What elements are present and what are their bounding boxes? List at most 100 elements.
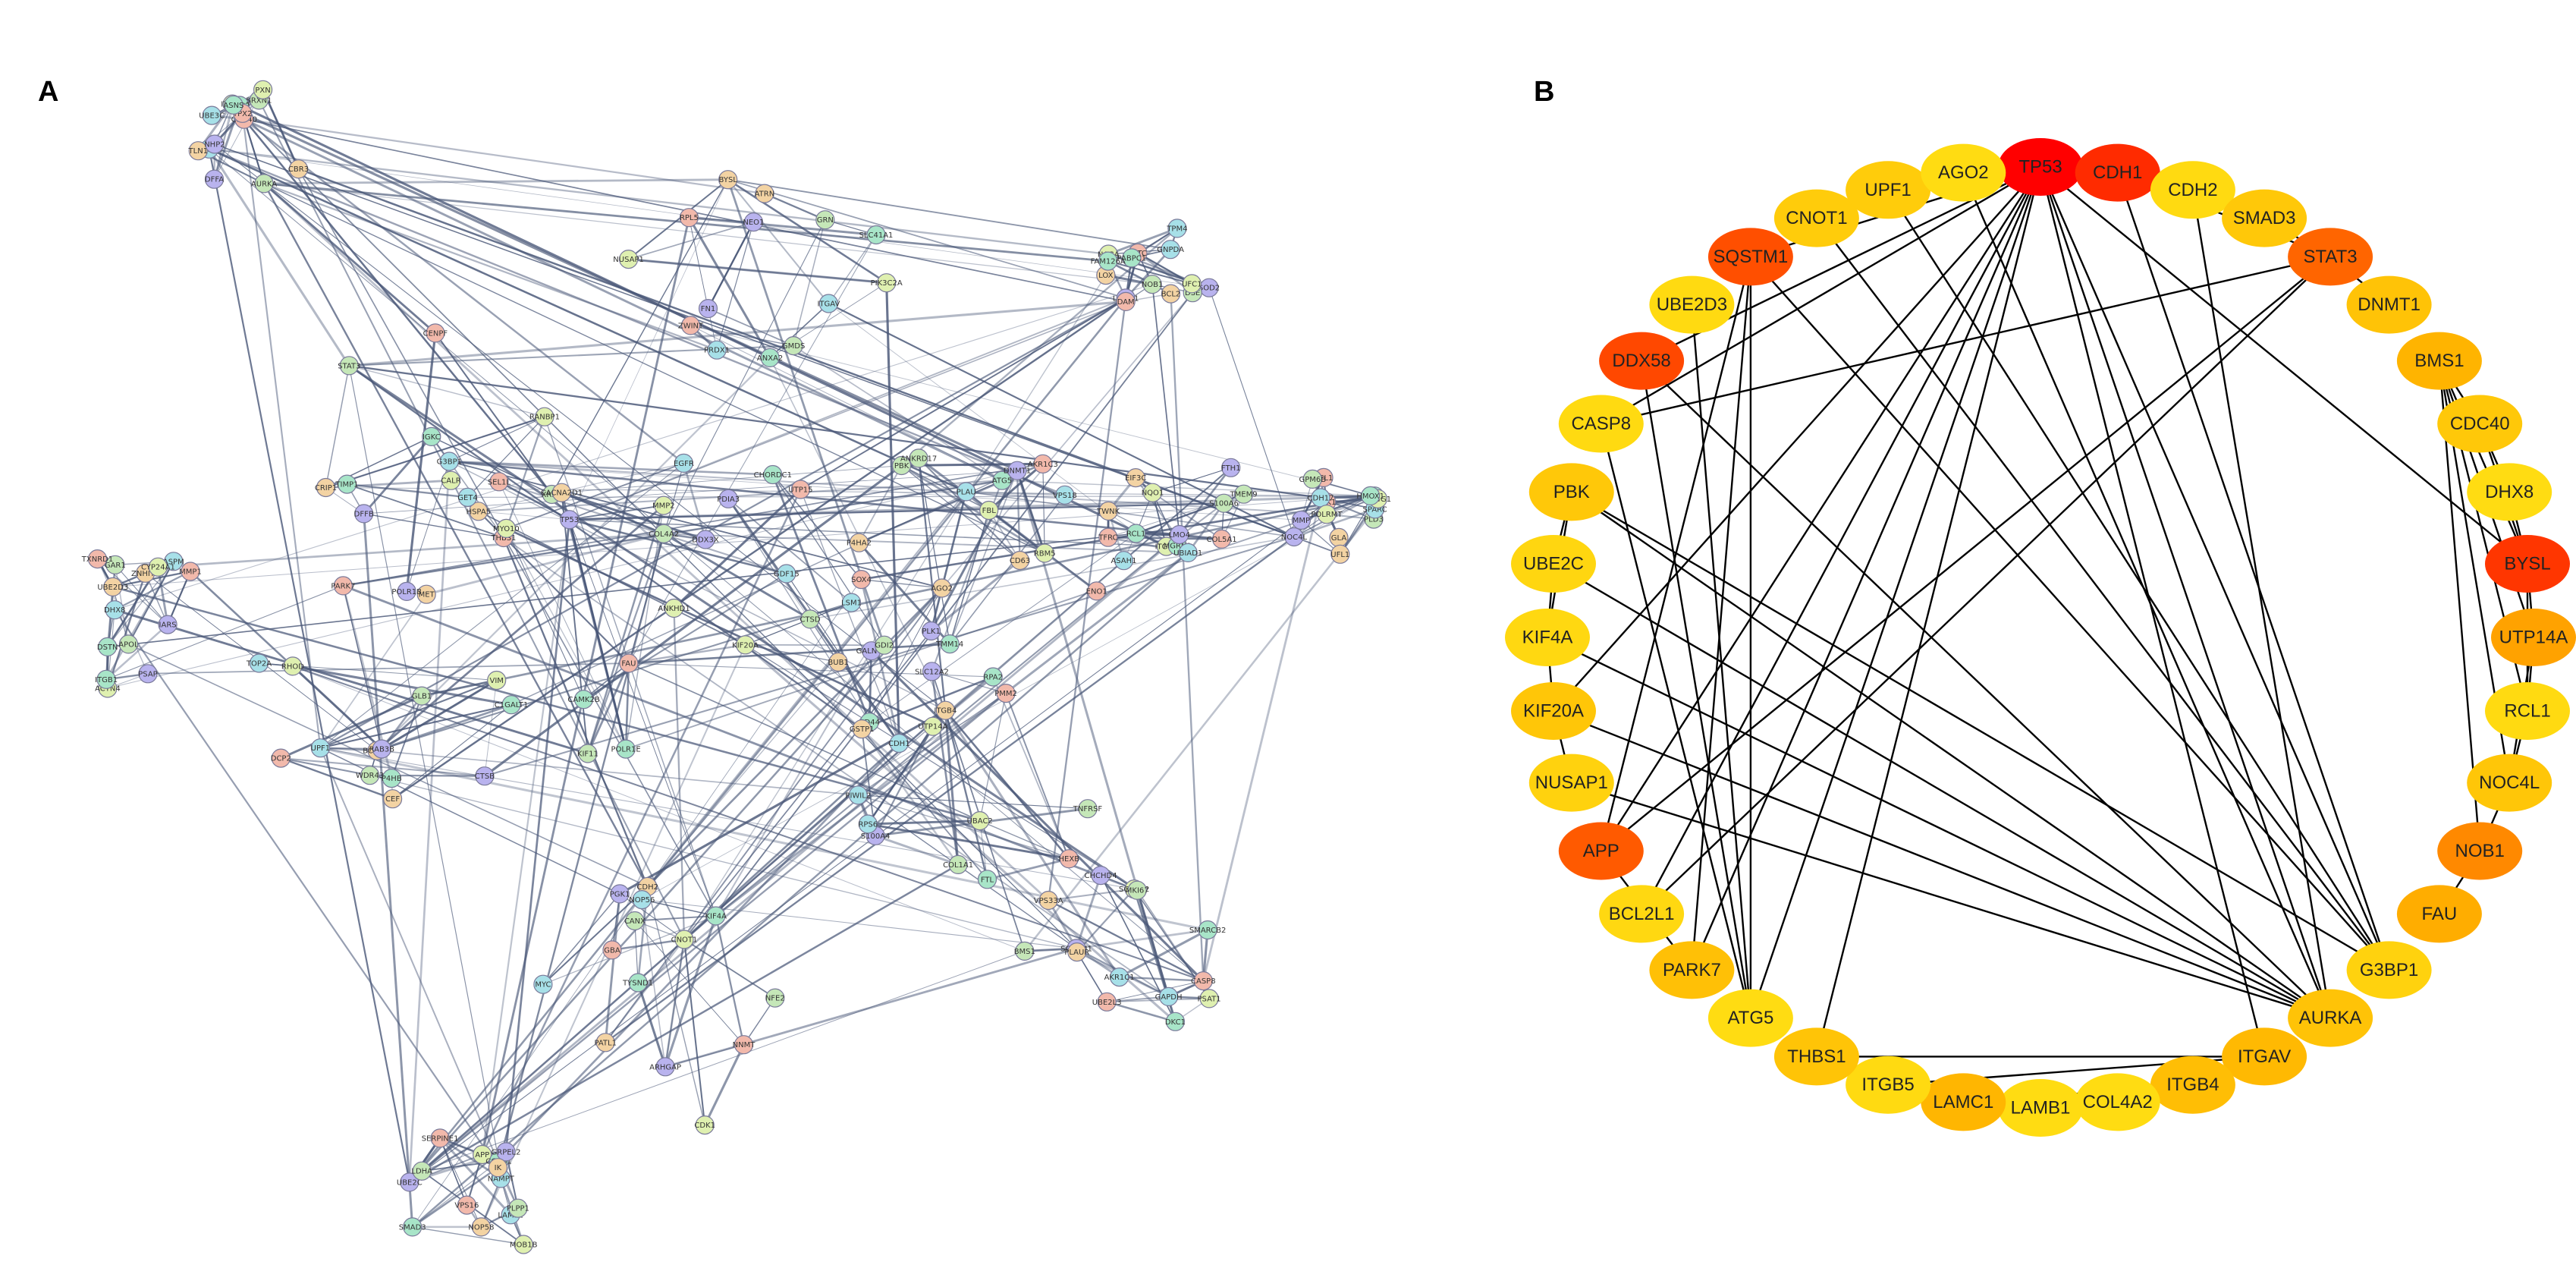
network-a-node[interactable]: APP <box>473 1144 492 1165</box>
network-a-node[interactable]: MET <box>416 584 436 604</box>
network-a-node[interactable]: CASP8 <box>1191 971 1216 991</box>
network-a-node[interactable]: PSAT1 <box>1198 989 1221 1008</box>
network-a-node[interactable]: IGKC <box>422 426 441 447</box>
network-a-node[interactable]: CNOT1 <box>671 930 698 949</box>
network-a-node[interactable]: POLR1E <box>611 739 641 759</box>
network-a-node[interactable]: UBE2C <box>397 1172 423 1192</box>
network-a-node[interactable]: SLC41A1 <box>859 225 894 245</box>
network-a-node[interactable]: ZWINT <box>678 316 704 335</box>
network-a-node[interactable]: AURKA <box>251 174 277 194</box>
network-b-node[interactable]: COL4A2 <box>2075 1073 2160 1131</box>
network-a-node[interactable]: CHCHD4 <box>1085 865 1117 886</box>
network-a-node[interactable]: TLN1 <box>188 141 209 161</box>
network-a-node[interactable]: COL4A2 <box>649 524 679 543</box>
network-b-node[interactable]: ITGB5 <box>1846 1056 1931 1114</box>
network-b-node[interactable]: BYSL <box>2485 535 2570 593</box>
network-a-node[interactable]: GBA <box>602 940 622 960</box>
network-a-node[interactable]: BUB1 <box>828 652 849 672</box>
network-a-node[interactable]: PLAUR <box>1064 942 1089 962</box>
network-b-node[interactable]: KIF20A <box>1511 682 1596 740</box>
network-a-node[interactable]: GAR1 <box>105 555 126 574</box>
network-a-node[interactable]: AGO2 <box>931 578 953 598</box>
network-a-node[interactable]: VPS33A <box>1034 890 1063 911</box>
network-a-node[interactable]: SLC12A2 <box>915 662 949 681</box>
network-a-node[interactable]: TNFRSF <box>1073 799 1103 819</box>
network-b-node[interactable]: LAMC1 <box>1921 1073 2006 1131</box>
network-a-node[interactable]: CALR <box>441 470 461 490</box>
network-b-node[interactable]: RCL1 <box>2485 682 2570 740</box>
network-a-node[interactable]: IARS <box>158 615 177 634</box>
network-b-node[interactable]: CDC40 <box>2437 395 2523 453</box>
network-a-node[interactable]: UBE2L3 <box>1092 992 1122 1012</box>
network-a-node[interactable]: HMOX1 <box>1356 486 1384 506</box>
network-a-node[interactable]: BCL2 <box>1161 284 1181 304</box>
network-a-node[interactable]: PLPP1 <box>507 1198 529 1218</box>
network-b-node[interactable]: APP <box>1558 822 1644 880</box>
network-a-node[interactable]: ITGAV <box>817 294 840 313</box>
network-b-node[interactable]: UBE2C <box>1511 535 1596 593</box>
network-a-node[interactable]: PIK3C2A <box>871 273 903 293</box>
network-b-node[interactable]: AGO2 <box>1921 143 2006 202</box>
network-a-node[interactable]: TMEM9 <box>1230 484 1258 504</box>
network-a-node[interactable]: NNMT <box>733 1035 756 1055</box>
network-b-node[interactable]: NOB1 <box>2437 822 2523 880</box>
network-a-node[interactable]: FAU <box>619 653 639 673</box>
network-a-node[interactable]: FTL <box>977 870 997 889</box>
network-a-node[interactable]: UTP15 <box>788 480 812 499</box>
network-a-node[interactable]: POLR1B <box>391 581 422 602</box>
network-a-node[interactable]: CD63 <box>1010 550 1030 571</box>
network-a-node[interactable]: ITGB4 <box>934 700 957 720</box>
network-b-node[interactable]: ITGB4 <box>2150 1056 2235 1114</box>
network-a-node[interactable]: GPM6B <box>1299 469 1326 489</box>
network-a-node[interactable]: ARHGAP <box>649 1057 681 1077</box>
network-a-node[interactable]: C1GALT1 <box>495 695 529 715</box>
network-a-node[interactable]: NOP56 <box>629 889 655 910</box>
network-a-node[interactable]: DKC1 <box>1165 1012 1186 1031</box>
network-a-node[interactable]: MMP <box>1291 510 1312 530</box>
network-a-node[interactable]: DHX8 <box>104 600 125 620</box>
network-a-node[interactable]: AKR1C1 <box>1104 967 1135 987</box>
network-a-node[interactable]: LSM1 <box>841 593 862 612</box>
network-a-node[interactable]: UFL1 <box>1330 544 1350 564</box>
network-b-node[interactable]: AURKA <box>2288 989 2373 1047</box>
network-a-node[interactable]: NFE2 <box>765 988 785 1008</box>
network-a-node[interactable]: MMP1 <box>179 562 202 581</box>
network-b-node[interactable]: CNOT1 <box>1773 189 1859 247</box>
network-a-node[interactable]: TYSND1 <box>622 973 653 993</box>
network-a-node[interactable]: CTSB <box>475 766 495 786</box>
network-a-node[interactable]: EGFR <box>674 453 694 474</box>
network-a-node[interactable]: GLB1 <box>412 686 432 706</box>
network-a-node[interactable]: NOP58 <box>468 1217 494 1237</box>
network-b-node[interactable]: FAU <box>2396 885 2482 943</box>
network-a-node[interactable]: DCP2 <box>271 748 291 768</box>
network-a-node[interactable]: ANXA2 <box>757 348 783 367</box>
network-a-node[interactable]: ASAH1 <box>1111 551 1137 571</box>
network-a-node[interactable]: MMP2 <box>652 496 675 515</box>
network-a-node[interactable]: CAMK2B <box>567 690 600 710</box>
network-b-node[interactable]: UPF1 <box>1846 161 1931 219</box>
network-a-node[interactable]: PIWIL2 <box>845 785 871 805</box>
network-a-node[interactable]: CBR3 <box>288 159 309 179</box>
network-a-node[interactable]: UTP14A <box>918 716 948 736</box>
network-a-node[interactable]: RCL1 <box>1126 524 1145 543</box>
network-a-node[interactable]: UBIAD1 <box>1173 543 1202 563</box>
network-a-node[interactable]: CEF <box>382 789 403 809</box>
network-a-node[interactable]: PSAP <box>138 664 158 684</box>
network-a-node[interactable]: GAPDH <box>1155 986 1183 1007</box>
network-b-node[interactable]: ITGAV <box>2222 1027 2307 1086</box>
network-a-node[interactable]: RBM5 <box>1034 543 1056 563</box>
network-a-node[interactable]: TIMP1 <box>335 474 359 494</box>
network-b-node[interactable]: DDX58 <box>1599 332 1685 390</box>
network-a-node[interactable]: BMS1 <box>1014 941 1035 961</box>
network-a-node[interactable]: ITGB1 <box>95 669 118 689</box>
network-a-node[interactable]: SMAD3 <box>399 1217 426 1237</box>
network-a-node[interactable]: S100A6 <box>1209 493 1239 513</box>
network-a-node[interactable]: PLAU <box>957 482 976 502</box>
network-a-node[interactable]: NUSAP1 <box>613 250 644 269</box>
network-a-node[interactable]: TFRC <box>1098 527 1118 547</box>
network-b-node[interactable]: SQSTM1 <box>1707 228 1793 286</box>
network-a-node[interactable]: MOB1B <box>510 1235 538 1254</box>
network-a-node[interactable]: GDF15 <box>774 564 800 584</box>
network-a-node[interactable]: SEL1L <box>488 472 511 492</box>
network-a-node[interactable]: FN1 <box>698 299 718 319</box>
